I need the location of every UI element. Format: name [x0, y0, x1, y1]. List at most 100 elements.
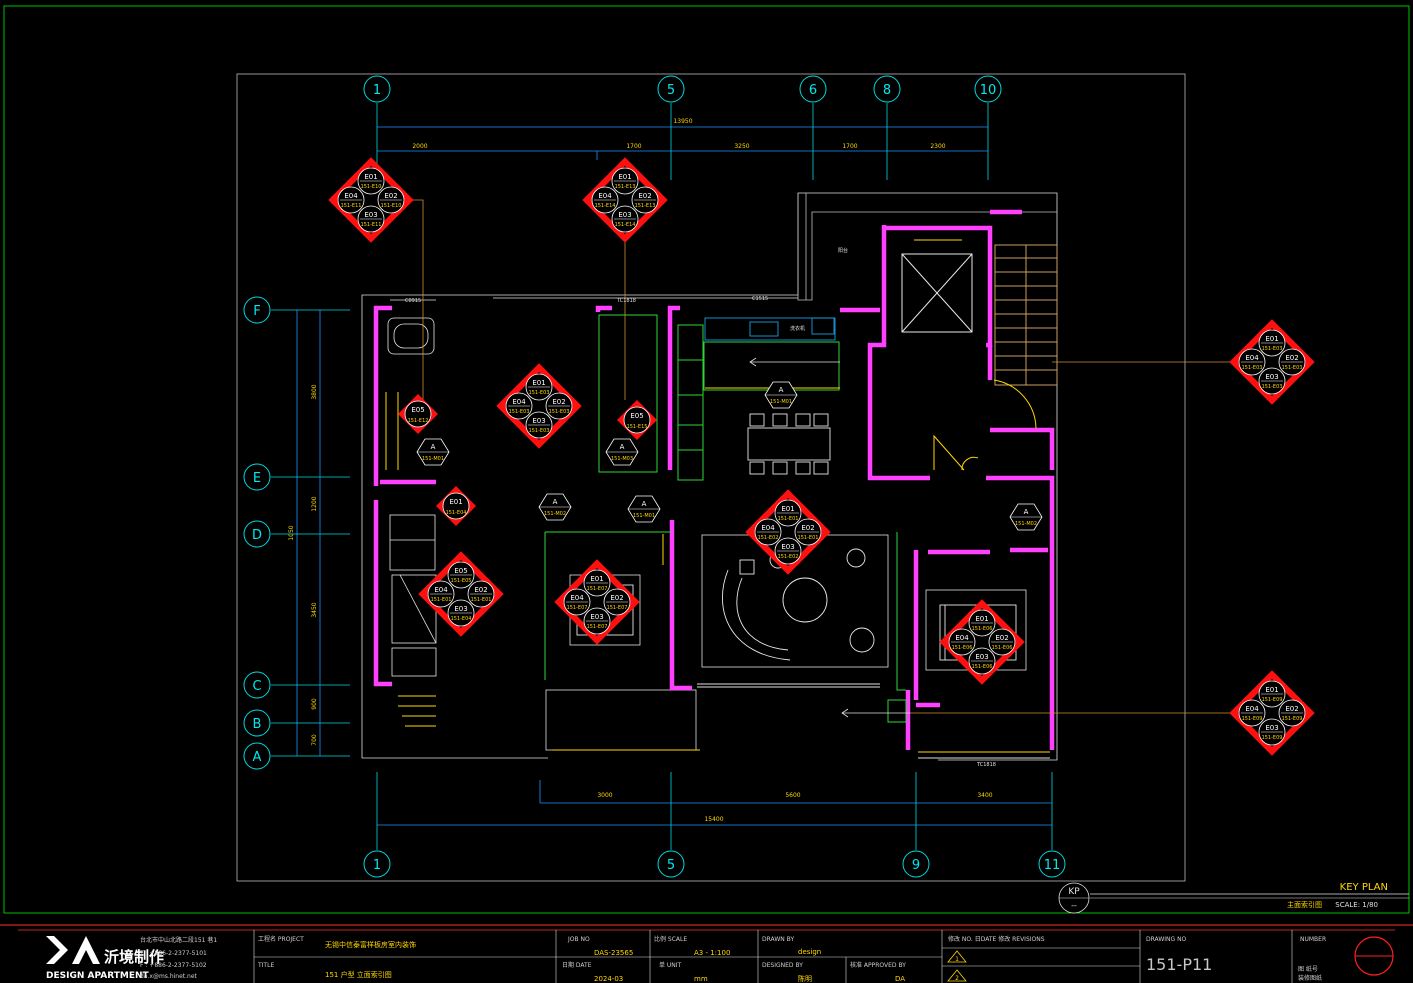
marker-ref: 151-E03: [1242, 365, 1263, 371]
marker-ref: 151-E01: [798, 535, 819, 541]
date-label: 日期 DATE: [562, 961, 592, 969]
marker-tag: E03: [975, 653, 988, 661]
marker-ref: 151-E01: [471, 597, 492, 603]
dining-table: [747, 413, 831, 475]
drawing-frame: [236, 73, 1186, 882]
dimension-texts: 13950 2000 1700 3250 1700 2300 3000 5600…: [288, 118, 993, 823]
marker-shape: [939, 599, 1025, 685]
marker-ref: 151-E05: [451, 578, 472, 584]
marker-tag: E03: [590, 613, 603, 621]
email: da.x@ms.hinet.net: [140, 973, 198, 980]
grid-label-left: A: [253, 750, 262, 765]
section-ref: 151-M02: [1015, 521, 1037, 527]
kp-label: KP: [1068, 887, 1080, 897]
marker-ref: 151-E14: [595, 203, 616, 209]
unit: mm: [694, 975, 708, 983]
section-letter: A: [779, 386, 784, 394]
drawn-by-label: DRAWN BY: [762, 936, 794, 943]
tag-label: E01: [449, 498, 462, 506]
living-sofa: [722, 548, 875, 661]
dim-top-seg: 2000: [412, 143, 427, 150]
marker-ref: 151-E09: [1262, 697, 1283, 703]
grid-label-bottom: 1: [373, 858, 381, 873]
marker-ref: 151-E09: [1242, 716, 1263, 722]
marker-ref: 151-E04: [451, 616, 472, 622]
marker-ref: 151-E14: [615, 222, 636, 228]
revision-no: 1: [955, 956, 959, 963]
dim-left-seg: 3800: [311, 384, 318, 399]
grid-label-top: 5: [667, 83, 675, 98]
marker-tag: E01: [532, 379, 545, 387]
marker-ref: 151-E09: [1262, 735, 1283, 741]
revisions-label: 修改 NO. 日DATE 修改 REVISIONS: [948, 935, 1045, 943]
marker-ref: 151-E06: [992, 645, 1013, 651]
marker-ref: 151-E07: [587, 586, 608, 592]
section-letter: A: [620, 443, 625, 451]
grid-label-top: 1: [373, 83, 381, 98]
number-sub: 装修图纸: [1298, 974, 1322, 982]
marker-tag: E02: [610, 594, 623, 602]
approved-by-label: 核准 APPROVED BY: [850, 961, 906, 969]
marker-ref: 151-E03: [529, 390, 550, 396]
marker-ref: 151-E11: [361, 222, 382, 228]
marker-ref: 151-E10: [381, 203, 402, 209]
address: 台北市中山北路二段151 巷1: [140, 936, 217, 944]
tag-ref: 151-E04: [446, 510, 467, 516]
tag-circle: [404, 400, 432, 428]
dim-top-seg: 2300: [930, 143, 945, 150]
marker-tag: E04: [1245, 354, 1259, 362]
window-label: TC1818: [976, 762, 996, 768]
marker-shape: [1229, 670, 1315, 756]
marker-tag: E01: [1265, 686, 1278, 694]
grid-label-bottom: 5: [667, 858, 675, 873]
marker-ref: 151-E07: [587, 624, 608, 630]
section-ref: 151-M02: [544, 511, 566, 517]
elevation-tag-marker[interactable]: E01 151-E04: [436, 486, 476, 526]
job-no-label: JOB NO: [567, 936, 590, 943]
marker-tag: E04: [1245, 705, 1259, 713]
approved-by: DA: [895, 975, 905, 983]
marker-ref: 151-E13: [615, 184, 636, 190]
marker-tag: E04: [512, 398, 526, 406]
marker-tag: E03: [532, 417, 545, 425]
marker-tag: E02: [474, 586, 487, 594]
marker-tag: E04: [344, 192, 358, 200]
marker-tag: E02: [384, 192, 397, 200]
dim-bottom-seg: 5600: [785, 792, 800, 799]
room-label-laundry: 洗衣机: [790, 325, 805, 332]
number-sub: 图 纸号: [1298, 965, 1318, 973]
marker-tag: E01: [781, 505, 794, 513]
marker-tag: E04: [570, 594, 584, 602]
dim-bottom-total: 15400: [704, 816, 723, 823]
marker-ref: 151-E11: [341, 203, 362, 209]
marker-ref: 151-E07: [567, 605, 588, 611]
marker-ref: 151-E09: [1282, 716, 1303, 722]
marker-tag: E03: [1265, 724, 1278, 732]
marker-ref: 151-E13: [635, 203, 656, 209]
section-letter: A: [431, 443, 436, 451]
marker-tag: E02: [1285, 354, 1298, 362]
marker-tag: E03: [618, 211, 631, 219]
marker-shape: [582, 157, 668, 243]
tag-circle: [442, 492, 470, 520]
revision-triangle-icon: [947, 969, 967, 982]
grid-label-top: 8: [883, 83, 891, 98]
